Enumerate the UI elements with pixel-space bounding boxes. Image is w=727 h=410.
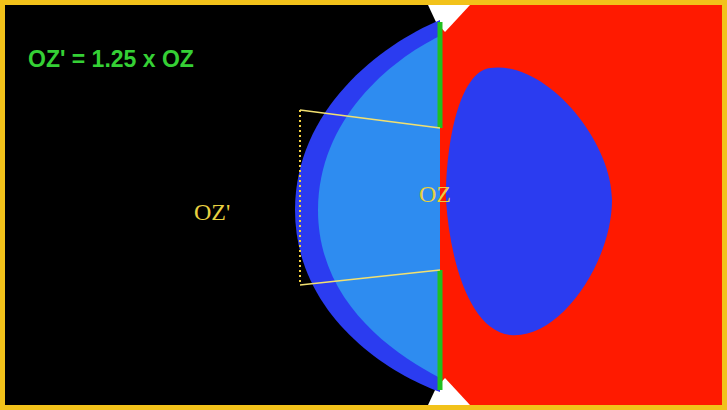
optical-zone-line — [438, 22, 443, 128]
outer-rim — [295, 20, 440, 392]
zone-label: OZ' — [194, 199, 230, 226]
optical-zone-line — [438, 270, 443, 390]
dotted-zone — [299, 110, 301, 285]
stroma — [440, 5, 722, 405]
zone-line — [300, 110, 440, 128]
zone-line — [300, 270, 440, 285]
lens — [446, 67, 612, 335]
zone-label: OZ — [419, 181, 451, 208]
background — [5, 5, 722, 405]
formula-label: OZ' = 1.25 x OZ — [28, 46, 194, 73]
